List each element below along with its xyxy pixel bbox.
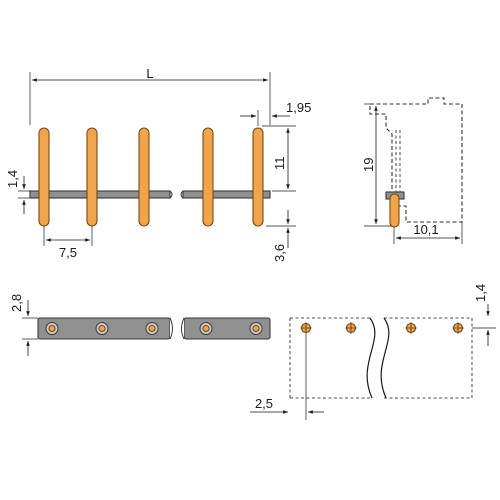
- length-label: L: [146, 66, 153, 81]
- footprint-hole-3-cross: [405, 322, 417, 334]
- front-insulator-right: [182, 190, 271, 199]
- footprint-hole-1-cross: [300, 322, 312, 334]
- footprint-holes: [300, 322, 464, 334]
- pin-3: [138, 127, 150, 227]
- footprint-outline-right: [384, 317, 473, 399]
- footprint-break-left: [366, 317, 376, 399]
- footprint-outline-left: [289, 317, 370, 399]
- top-pin-core-3: [148, 324, 156, 333]
- offset-label: 1,95: [286, 100, 311, 115]
- side-contact-hidden-lines: [395, 130, 401, 192]
- footprint-hole-4-cross: [452, 322, 464, 334]
- front-break-right: [180, 190, 184, 199]
- top-height-label: 1,4: [5, 170, 20, 188]
- strip-height-label: 2,8: [9, 294, 24, 312]
- pin-5: [252, 127, 264, 227]
- top-pin-core-2: [98, 324, 106, 333]
- top-pin-core-4: [202, 324, 210, 333]
- pin-2: [86, 127, 98, 227]
- edge-distance-label: 2,5: [255, 396, 273, 411]
- top-view: 2,8: [9, 294, 271, 356]
- side-height-label: 19: [361, 158, 376, 172]
- side-housing-outline: [369, 97, 463, 223]
- side-pin: [389, 193, 400, 228]
- top-pin-core-1: [48, 324, 56, 333]
- top-break-right: [181, 317, 185, 340]
- footprint-view: 1,4 2,5: [250, 284, 496, 420]
- top-pin-core-5: [252, 324, 260, 333]
- pin-1: [38, 127, 50, 227]
- pitch-label: 7,5: [59, 245, 77, 260]
- lower-length-label: 3,6: [272, 244, 287, 262]
- top-break-left: [169, 317, 173, 340]
- top-pin-heads: [45, 322, 263, 335]
- upper-length-label: 11: [272, 157, 287, 171]
- front-break-left: [169, 190, 173, 199]
- side-view: 19 10,1: [361, 97, 463, 244]
- side-depth-label: 10,1: [413, 222, 438, 237]
- front-insulator-left: [29, 190, 171, 199]
- footprint-break-right: [380, 317, 390, 399]
- pin-4: [202, 127, 214, 227]
- footprint-hole-2-cross: [345, 322, 357, 334]
- footprint-offset-label: 1,4: [473, 284, 488, 302]
- front-view: L 1,95 11 3,6 1,4: [5, 66, 311, 262]
